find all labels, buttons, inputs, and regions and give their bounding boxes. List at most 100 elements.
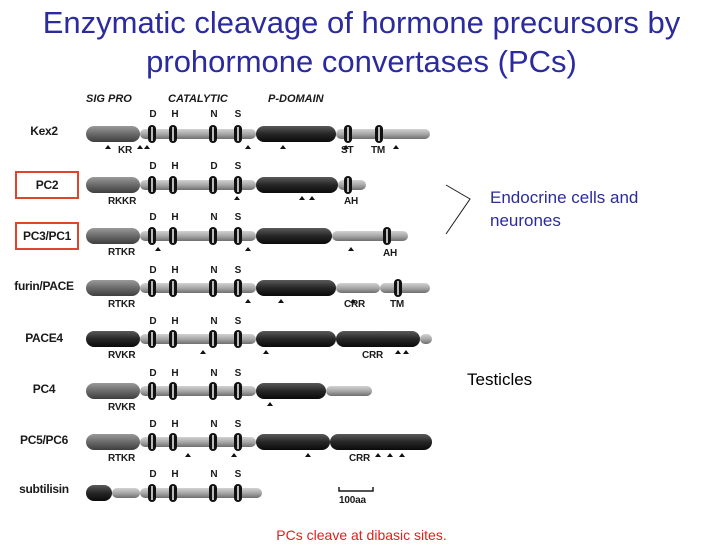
residue-letter: D bbox=[149, 109, 157, 120]
residue-highlight bbox=[237, 229, 239, 243]
linker-segment bbox=[336, 129, 380, 139]
residue-highlight bbox=[237, 384, 239, 398]
residue-highlight bbox=[237, 281, 239, 295]
domain-segment bbox=[86, 485, 112, 501]
residue-letter: D bbox=[149, 316, 157, 327]
cleavage-site-arrow bbox=[137, 145, 143, 149]
cleavage-site-arrow bbox=[200, 350, 206, 354]
domain-segment bbox=[86, 434, 140, 450]
cleavage-site-arrow bbox=[234, 196, 240, 200]
domain-segment bbox=[256, 177, 338, 193]
domain-segment bbox=[256, 383, 326, 399]
domain-segment bbox=[256, 228, 332, 244]
domain-segment bbox=[336, 331, 420, 347]
residue-highlight bbox=[172, 435, 174, 449]
cleavage-site-arrow bbox=[263, 350, 269, 354]
motif-label: KR bbox=[118, 145, 133, 156]
domain-annotation: ST bbox=[341, 145, 354, 156]
domain-annotation: CRR bbox=[349, 453, 371, 464]
residue-highlight bbox=[172, 332, 174, 346]
domain-annotation: CRR bbox=[362, 350, 384, 361]
endocrine-note: Endocrine cells and neurones bbox=[490, 188, 639, 230]
residue-highlight bbox=[151, 229, 153, 243]
linker-segment bbox=[326, 386, 372, 396]
cleavage-site-arrow bbox=[309, 196, 315, 200]
enzyme-label-pc3-pc1: PC3/PC1 bbox=[15, 222, 79, 250]
cleavage-site-arrow bbox=[399, 453, 405, 457]
residue-letter: D bbox=[149, 419, 157, 430]
cleavage-site-arrow bbox=[267, 402, 273, 406]
residue-highlight bbox=[151, 332, 153, 346]
motif-label: RTKR bbox=[108, 453, 135, 464]
domain-segment bbox=[330, 434, 432, 450]
motif-label: RTKR bbox=[108, 299, 135, 310]
cleavage-site-arrow bbox=[144, 145, 150, 149]
cleavage-site-arrow bbox=[387, 453, 393, 457]
residue-letter: N bbox=[210, 368, 218, 379]
linker-segment bbox=[380, 129, 430, 139]
linker-segment bbox=[380, 283, 430, 293]
residue-letter: H bbox=[171, 265, 179, 276]
residue-letter: S bbox=[234, 316, 242, 327]
cleavage-site-arrow bbox=[231, 453, 237, 457]
header-p-domain: P-DOMAIN bbox=[268, 93, 324, 105]
residue-highlight bbox=[386, 229, 388, 243]
residue-highlight bbox=[212, 384, 214, 398]
residue-letter: D bbox=[149, 469, 157, 480]
residue-highlight bbox=[237, 486, 239, 500]
residue-highlight bbox=[347, 178, 349, 192]
residue-letter: H bbox=[171, 469, 179, 480]
residue-letter: S bbox=[234, 109, 242, 120]
residue-highlight bbox=[151, 435, 153, 449]
linker-segment bbox=[332, 231, 408, 241]
residue-highlight bbox=[237, 435, 239, 449]
residue-highlight bbox=[378, 127, 380, 141]
residue-highlight bbox=[151, 178, 153, 192]
domain-segment bbox=[86, 331, 140, 347]
footer-note: PCs cleave at dibasic sites. bbox=[276, 527, 447, 543]
residue-letter: H bbox=[171, 161, 179, 172]
cleavage-site-arrow bbox=[280, 145, 286, 149]
cleavage-site-arrow bbox=[350, 299, 356, 303]
testicles-note: Testicles bbox=[467, 370, 533, 389]
enzyme-label-pc4: PC4 bbox=[32, 382, 56, 396]
motif-label: RVKR bbox=[108, 350, 136, 361]
residue-letter: D bbox=[210, 161, 218, 172]
residue-letter: N bbox=[210, 419, 218, 430]
motif-label: RVKR bbox=[108, 402, 136, 413]
domain-segment bbox=[256, 126, 336, 142]
residue-highlight bbox=[212, 332, 214, 346]
cleavage-site-arrow bbox=[245, 299, 251, 303]
residue-letter: S bbox=[234, 469, 242, 480]
residue-highlight bbox=[212, 178, 214, 192]
domain-annotation: AH bbox=[383, 248, 398, 259]
enzyme-label-pc2: PC2 bbox=[15, 171, 79, 199]
residue-highlight bbox=[212, 435, 214, 449]
linker-segment bbox=[336, 283, 380, 293]
residue-highlight bbox=[237, 332, 239, 346]
header-sig-pro: SIG PRO bbox=[86, 93, 132, 105]
linker-segment bbox=[140, 488, 262, 498]
residue-highlight bbox=[212, 281, 214, 295]
cleavage-site-arrow bbox=[403, 350, 409, 354]
residue-letter: H bbox=[171, 109, 179, 120]
linker-segment bbox=[112, 488, 140, 498]
residue-highlight bbox=[151, 281, 153, 295]
domain-segment bbox=[86, 383, 140, 399]
cleavage-site-arrow bbox=[278, 299, 284, 303]
residue-letter: N bbox=[210, 212, 218, 223]
residue-letter: H bbox=[171, 316, 179, 327]
residue-letter: S bbox=[234, 212, 242, 223]
slide-title-line1: Enzymatic cleavage of hormone precursors… bbox=[42, 5, 681, 40]
residue-letter: S bbox=[234, 265, 242, 276]
scale-bar bbox=[338, 487, 374, 492]
residue-highlight bbox=[212, 486, 214, 500]
residue-letter: N bbox=[210, 265, 218, 276]
cleavage-site-arrow bbox=[245, 247, 251, 251]
domain-segment bbox=[86, 228, 140, 244]
domain-segment bbox=[86, 177, 140, 193]
residue-letter: S bbox=[234, 419, 242, 430]
residue-highlight bbox=[347, 127, 349, 141]
residue-letter: S bbox=[234, 161, 242, 172]
residue-highlight bbox=[151, 127, 153, 141]
